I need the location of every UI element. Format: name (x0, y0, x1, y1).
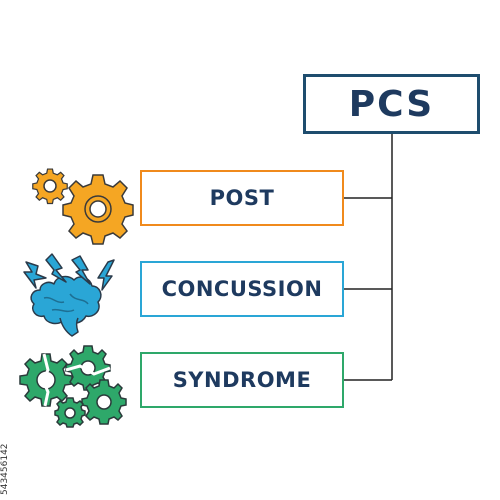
stock-id-text: 543456142 (0, 443, 10, 495)
title-text: PCS (348, 83, 435, 125)
broken-gears-icon (19, 345, 127, 428)
brain-lightning-icon (23, 253, 115, 337)
title-box: PCS (303, 74, 480, 134)
concussion-box: CONCUSSION (140, 261, 344, 317)
post-label: POST (209, 186, 275, 210)
syndrome-box: SYNDROME (140, 352, 344, 408)
syndrome-label: SYNDROME (172, 368, 312, 392)
gears-icon (32, 168, 134, 245)
concussion-label: CONCUSSION (161, 277, 323, 301)
post-box: POST (140, 170, 344, 226)
